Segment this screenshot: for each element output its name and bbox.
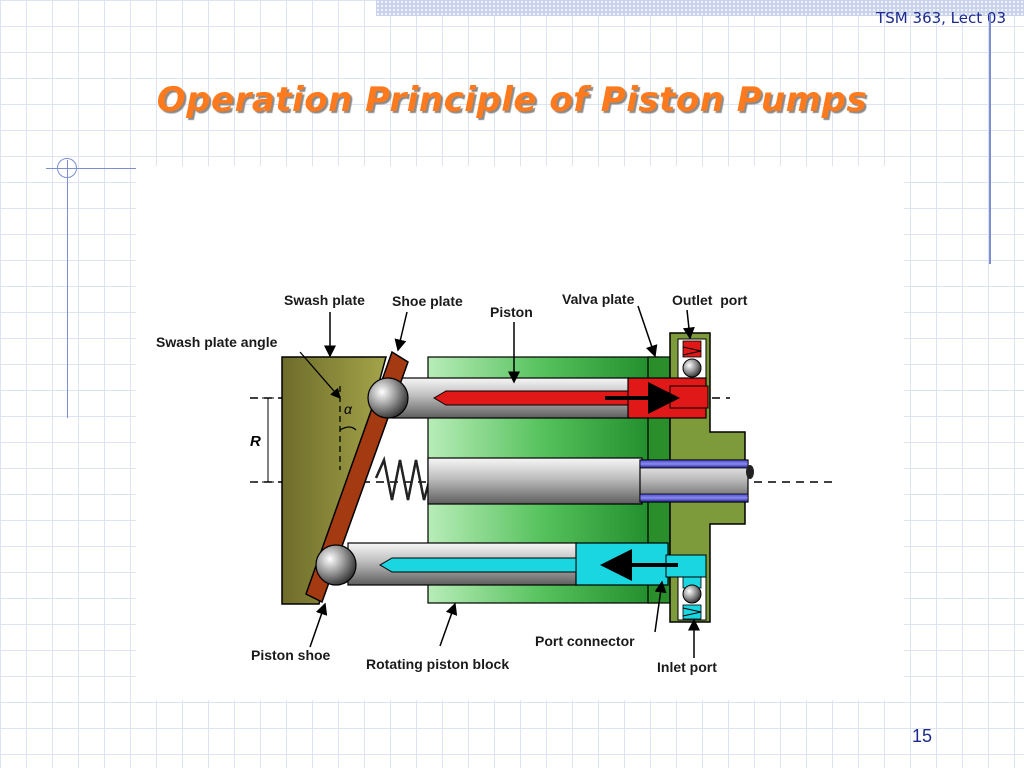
label-piston: Piston (490, 304, 533, 320)
angle-construction (299, 351, 357, 470)
return-spring (374, 455, 432, 501)
label-shoe-plate: Shoe plate (392, 293, 463, 309)
arrow-port-connector (654, 580, 667, 633)
diagram-panel: α R Swash plate Shoe plate Piston Valva … (136, 166, 904, 700)
label-rotating-piston-block: Rotating piston block (366, 656, 509, 672)
alpha-label: α (344, 401, 353, 417)
radius-dimension (262, 397, 274, 483)
header-band (376, 0, 1024, 16)
arrow-piston-shoe (309, 602, 328, 648)
shaft-sleeve-lower (639, 493, 749, 503)
radius-label: R (250, 433, 261, 450)
shaft-sleeve-upper (639, 459, 749, 469)
course-label: TSM 363, Lect 03 (876, 9, 1006, 27)
upper-piston-shoe (367, 377, 409, 419)
arrow-valva-plate (637, 305, 658, 358)
label-port-connector: Port connector (535, 633, 635, 649)
slide-title: Operation Principle of Piston Pumps (156, 80, 868, 120)
piston-pump-diagram: α R Swash plate Shoe plate Piston Valva … (156, 291, 835, 675)
upper-piston (391, 377, 709, 419)
arrow-rotating-block (439, 602, 458, 647)
label-inlet-port: Inlet port (657, 659, 717, 675)
label-swash-plate: Swash plate (284, 292, 365, 308)
decor-line-horizontal (46, 168, 136, 169)
label-swash-plate-angle: Swash plate angle (156, 334, 278, 350)
arrow-outlet-port (682, 309, 695, 340)
lower-piston (347, 542, 707, 586)
decor-line-right (989, 14, 991, 264)
piston-shoes (315, 377, 409, 586)
decor-circle (57, 158, 77, 178)
slide-number: 15 (912, 726, 933, 746)
leader-arrows (309, 305, 700, 658)
inlet-check-valve (677, 573, 707, 621)
arrow-shoe-plate (394, 311, 408, 352)
decor-line-left (67, 160, 68, 418)
label-outlet-port: Outlet port (672, 292, 748, 308)
label-piston-shoe: Piston shoe (251, 647, 331, 663)
drive-shaft (427, 457, 754, 505)
lower-piston-shoe (315, 544, 357, 586)
label-valva-plate: Valva plate (562, 291, 635, 307)
